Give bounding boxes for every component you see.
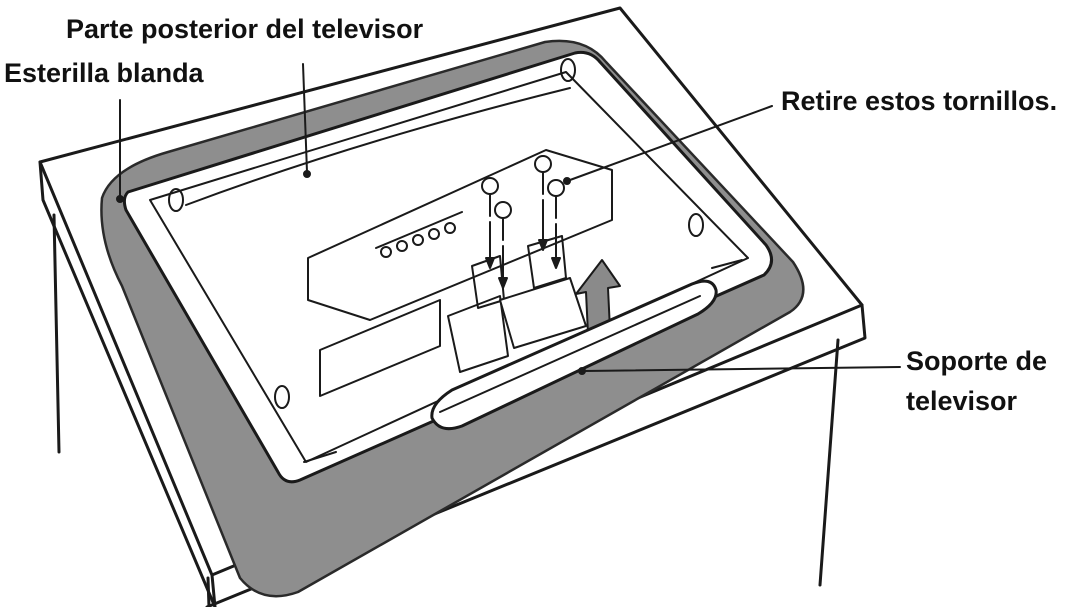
leader-line-stand [583, 366, 901, 372]
tv-stand-base [430, 279, 718, 431]
table-leg-front [206, 576, 211, 609]
label-soft-mat: Esterilla blanda [4, 58, 204, 88]
leader-line-screws [569, 105, 773, 181]
label-tv-back: Parte posterior del televisor [66, 14, 424, 44]
table-leg-right [818, 338, 840, 587]
table-leg-left [52, 213, 61, 454]
screws [481, 155, 565, 289]
screw-icon [494, 201, 512, 289]
label-remove-screws: Retire estos tornillos. [781, 86, 1058, 116]
label-tv-stand-line1: Soporte de [906, 346, 1048, 376]
screw-icon [547, 179, 565, 269]
leader-line-tv-back [302, 63, 308, 173]
screw-icon [481, 177, 499, 269]
label-tv-stand-line2: televisor [906, 386, 1018, 416]
tv-back [122, 50, 773, 484]
leader-lines [116, 63, 901, 375]
table-edge [38, 160, 217, 609]
screw-icon [534, 155, 552, 251]
